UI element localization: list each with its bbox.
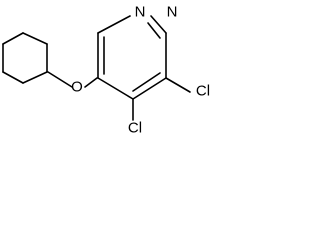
bond-c3-c4-inner bbox=[132, 72, 161, 92]
bond-n1-n2 bbox=[150, 15, 167, 34]
atom-label-chlorine-3: Cl bbox=[196, 83, 210, 100]
cyclohexane-ring bbox=[2, 32, 48, 84]
bond-oxygen-ring bbox=[84, 77, 98, 88]
bond-c4-c5 bbox=[97, 77, 134, 100]
bond-n1-n2-inner bbox=[147, 22, 161, 39]
bond-c4-c5 bbox=[22, 71, 48, 84]
bond-c5-c6 bbox=[2, 71, 24, 84]
atom-label-chlorine-4: Cl bbox=[128, 120, 142, 137]
bond-c6-n1 bbox=[97, 15, 131, 34]
bond-c2-c3 bbox=[22, 32, 48, 45]
chemical-structure-diagram: N N O Cl Cl bbox=[2, 4, 210, 137]
pyridazine-ring bbox=[97, 15, 167, 100]
bond-c3-c4 bbox=[132, 77, 167, 100]
bond-c1-c2 bbox=[2, 32, 24, 45]
atom-label-n2: N bbox=[167, 4, 178, 21]
bond-c3-chlorine bbox=[165, 77, 191, 93]
atom-label-n1: N bbox=[135, 4, 146, 21]
bond-cyclohexyl-oxygen bbox=[47, 71, 73, 88]
atom-label-oxygen: O bbox=[71, 79, 83, 96]
